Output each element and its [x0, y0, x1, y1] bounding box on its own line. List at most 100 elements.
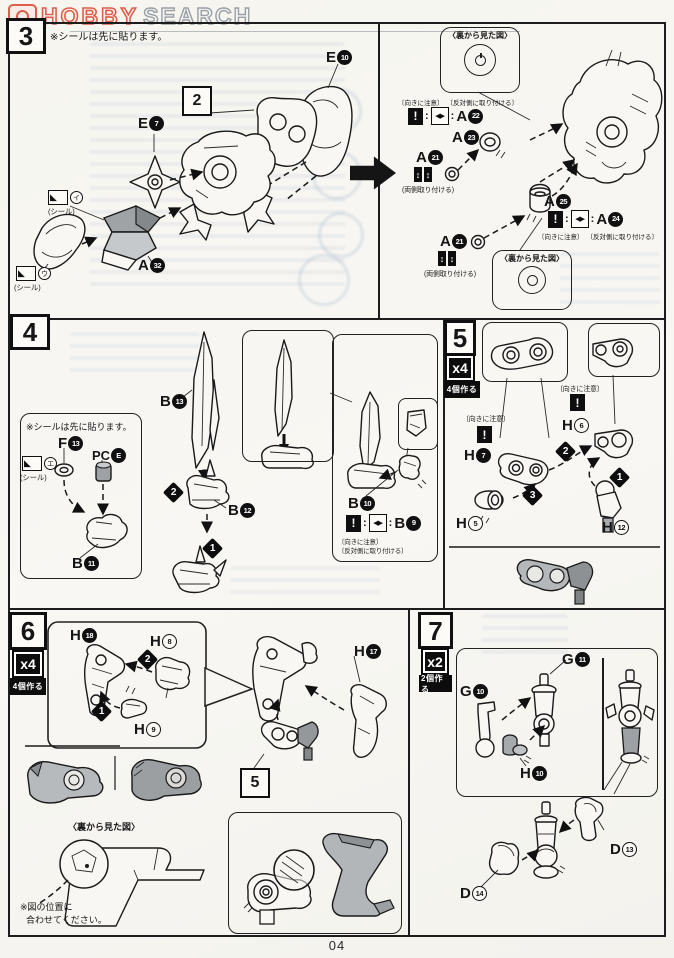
- both-sides-icon: ↕↕: [414, 167, 432, 182]
- detail-balloon: [398, 398, 438, 450]
- both-sides-caption: (両側取り付ける): [424, 271, 476, 278]
- panel-border-left: [8, 22, 10, 937]
- multiplier-badge: x2: [421, 648, 449, 675]
- back-view-balloon-top: 〈裏から見た図〉: [440, 27, 520, 93]
- multiplier-badge: x4: [12, 650, 44, 678]
- caution-captions: 〔向きに注意〕〔反対側に取り付ける〕: [538, 234, 658, 241]
- step4-diagram: [54, 331, 427, 594]
- opposite-caption: 〔反対側に取り付ける〕: [338, 548, 408, 555]
- multiplier-badge: x4: [445, 354, 475, 382]
- hobby-search-watermark: HOBBY SEARCH: [8, 4, 252, 29]
- both-sides-icons: ↕↕: [438, 251, 456, 266]
- caution-icon: !: [548, 210, 563, 228]
- align-note-line2: 合わせてください。: [26, 915, 107, 925]
- detail-balloon: [588, 323, 660, 377]
- inner-divider: [602, 658, 604, 790]
- row-divider-1: [8, 318, 666, 320]
- back-view-label: 〈裏から見た図〉: [68, 822, 141, 832]
- sticker-note: ※シールは先に貼ります。: [26, 422, 132, 432]
- step6-diagram: [25, 621, 395, 927]
- opposite-side-icon: ◀▶: [570, 210, 589, 228]
- step5-diagram: [449, 337, 660, 605]
- sticker-mark-i: ◣イ: [48, 190, 83, 205]
- make-count-badge: 4個作る: [444, 381, 480, 398]
- inset-box: [242, 330, 334, 462]
- step4-5-divider: [443, 318, 445, 608]
- caution-icon: !: [570, 394, 585, 411]
- assembly-ref-5: 5: [240, 768, 270, 798]
- caution-caption: 〔向きに注意〕: [338, 539, 383, 546]
- sticker-mark-e: ◣エ: [22, 456, 57, 471]
- step7-assembly-box: [456, 648, 658, 797]
- bleed-through-artifact: [70, 332, 200, 380]
- back-view-balloon-bottom: 〈裏から見た図〉: [492, 250, 572, 310]
- caution-icon: !: [477, 426, 492, 443]
- opposite-side-icon: ◀▶: [430, 107, 449, 125]
- step5-number: 5: [444, 320, 476, 356]
- detail-circle: [518, 266, 546, 294]
- make-count-badge: 2個作る: [419, 674, 452, 694]
- both-sides-caption: (両側取り付ける): [402, 187, 454, 194]
- caution-caption: 〔向きに注意〕: [556, 386, 604, 393]
- row-divider-2: [8, 608, 666, 610]
- step3-right-diagram: [444, 49, 663, 251]
- make-count-badge: 4個作る: [10, 678, 46, 695]
- sticker-caption: (シール): [48, 207, 75, 216]
- step3-left-diagram: [33, 63, 353, 273]
- panel-border-right: [664, 22, 666, 937]
- panel-border-top: [8, 22, 666, 24]
- bleed-through-artifact: [298, 254, 350, 306]
- sticker-note: ※シールは先に貼ります。: [50, 32, 168, 43]
- caution-icon: !: [346, 514, 361, 532]
- bleed-through-artifact: [482, 614, 568, 658]
- step7-diagram: [475, 659, 655, 891]
- step6-number: 6: [9, 612, 47, 650]
- step4-number: 4: [10, 314, 50, 350]
- step7-number: 7: [418, 612, 453, 649]
- both-sides-icon: ↕↕: [438, 251, 456, 266]
- page-number: 04: [328, 938, 346, 953]
- assembly-ref-2: 2: [182, 86, 212, 116]
- back-view-label: 〈裏から見た図〉: [448, 31, 512, 40]
- sticker-mark-u: ◣ウ: [16, 266, 51, 281]
- sticker-caption: (シール): [20, 473, 47, 482]
- back-view-label: 〈裏から見た図〉: [500, 254, 564, 263]
- watermark-underline: [70, 31, 520, 32]
- sticker-note-box: [20, 413, 142, 579]
- step6-7-divider: [408, 608, 410, 935]
- bleed-through-artifact: [230, 566, 380, 600]
- caution-captions: 〔向きに注意〕〔反対側に取り付ける〕: [398, 100, 518, 107]
- align-note-line1: ※図の位置に: [20, 902, 73, 912]
- caution-icon-row: !: [570, 394, 585, 411]
- watermark-brand: HOBBY: [40, 3, 140, 29]
- assembled-view-panel: [228, 812, 402, 934]
- opposite-side-icon: ◀▶: [368, 514, 387, 532]
- watermark-brand2: SEARCH: [142, 3, 253, 29]
